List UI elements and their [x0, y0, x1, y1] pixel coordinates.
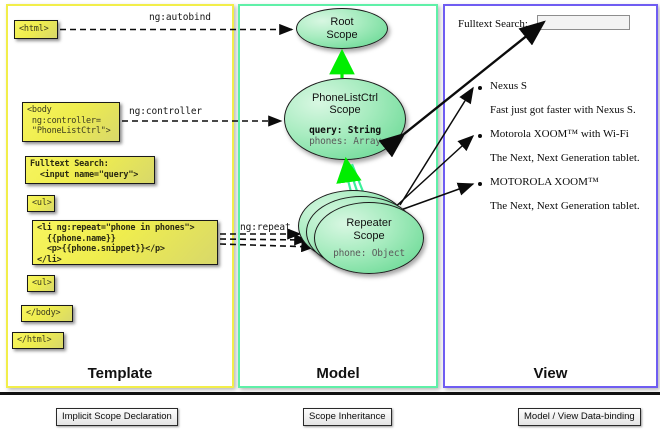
repeater-scope-prop-phone: phone: Object: [333, 248, 405, 259]
ul-open-box: <ul>: [27, 195, 55, 212]
legend-item-model-view-data-binding: Model / View Data-binding: [518, 408, 641, 426]
search-input[interactable]: [537, 15, 630, 30]
legend-item-scope-inheritance: Scope Inheritance: [303, 408, 392, 426]
list-bullet: [478, 86, 482, 90]
edge-label-controller: ng:controller: [129, 106, 203, 117]
edge-label-repeat: ng:repeat: [240, 222, 291, 233]
list-bullet: [478, 182, 482, 186]
view-item-name: MOTOROLA XOOM™: [490, 176, 599, 188]
root-scope: Root Scope: [296, 8, 388, 49]
panel-model-title: Model: [316, 365, 360, 382]
li-repeat-box: <li ng:repeat="phone in phones"> {{phone…: [32, 220, 218, 265]
ul-close-box: <ul>: [27, 275, 55, 292]
panel-template-title: Template: [87, 365, 153, 382]
view-item-snippet: The Next, Next Generation tablet.: [490, 152, 640, 164]
phonelistctrl-scope-title-1: PhoneListCtrl: [311, 91, 379, 104]
search-box: Fulltext Search: <input name="query">: [25, 156, 155, 184]
repeater-scope: Repeater Scope phone: Object: [314, 202, 424, 274]
view-item-snippet: The Next, Next Generation tablet.: [490, 200, 640, 212]
repeater-scope-title-1: Repeater: [346, 217, 392, 229]
view-item-name: Nexus S: [490, 80, 527, 92]
panel-view: View: [443, 4, 658, 388]
view-search-label: Fulltext Search:: [458, 18, 528, 30]
repeater-scope-title-2: Scope: [353, 229, 385, 242]
view-item-snippet: Fast just got faster with Nexus S.: [490, 104, 636, 116]
html-close-box: </html>: [12, 332, 64, 349]
legend: Implicit Scope Declaration Scope Inherit…: [0, 392, 660, 435]
list-bullet: [478, 134, 482, 138]
html-open-box: <html>: [14, 20, 58, 39]
phonelistctrl-scope-title-2: Scope: [329, 104, 361, 116]
phonelistctrl-scope-prop-query: query: String: [309, 124, 381, 136]
edge-label-autobind: ng:autobind: [149, 12, 211, 23]
panel-view-title: View: [533, 365, 568, 382]
root-scope-title-1: Root: [330, 16, 354, 28]
root-scope-title-2: Scope: [326, 28, 358, 41]
view-item-name: Motorola XOOM™ with Wi-Fi: [490, 128, 629, 140]
phonelistctrl-scope: PhoneListCtrl Scope query: String phones…: [284, 78, 406, 160]
body-close-box: </body>: [21, 305, 73, 322]
phonelistctrl-scope-prop-phones: phones: Array: [309, 135, 381, 147]
body-open-box: <body ng:controller= "PhoneListCtrl">: [22, 102, 120, 142]
legend-item-implicit-scope-declaration: Implicit Scope Declaration: [56, 408, 178, 426]
